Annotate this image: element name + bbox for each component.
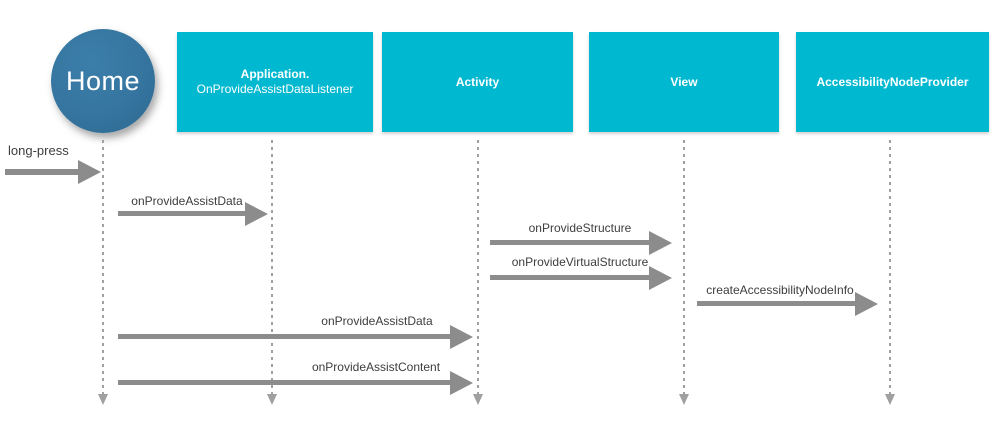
participant-box-view: View [589, 32, 779, 132]
participant-label-view: View [670, 74, 698, 89]
message-label-onprovideassistdata-application: onProvideAssistData [131, 194, 243, 208]
arrowhead-right-icon [649, 266, 672, 290]
participant-label-activity: Activity [455, 74, 500, 89]
message-label-onprovideassistcontent: onProvideAssistContent [311, 360, 441, 374]
lifeline-accessibilitynodeprovider-arrow-down-icon [885, 394, 895, 405]
message-label-onprovidestructure: onProvideStructure [528, 221, 632, 235]
participant-label-application: Application. [240, 67, 310, 81]
message-arrow-long-press [5, 169, 78, 175]
participant-box-accessibilitynodeprovider: AccessibilityNodeProvider [796, 32, 989, 132]
message-arrow-onprovidevirtualstructure [490, 275, 649, 280]
message-arrow-onprovideassistdata-activity [118, 334, 450, 339]
lifeline-home-arrow-down-icon [98, 394, 108, 405]
actor-home-label: Home [65, 65, 141, 96]
lifeline-view [683, 140, 685, 394]
participant-sublabel-application: OnProvideAssistDataListener [196, 82, 354, 96]
message-arrow-onprovideassistdata-application [118, 211, 245, 216]
lifeline-application [271, 140, 273, 394]
message-label-createaccessibilitynodeinfo: createAccessibilityNodeInfo [706, 283, 854, 297]
participant-box-activity: Activity [382, 32, 573, 132]
arrowhead-right-icon [78, 160, 101, 184]
arrowhead-right-icon [649, 231, 672, 255]
lifeline-accessibilitynodeprovider [889, 140, 891, 394]
arrowhead-right-icon [245, 202, 268, 226]
message-arrow-onprovidestructure [490, 240, 649, 245]
arrowhead-right-icon [450, 325, 473, 349]
message-arrow-createaccessibilitynodeinfo [697, 301, 855, 306]
arrowhead-right-icon [450, 371, 473, 395]
lifeline-application-arrow-down-icon [267, 394, 277, 405]
message-label-onprovidevirtualstructure: onProvideVirtualStructure [511, 255, 649, 269]
arrowhead-right-icon [855, 292, 878, 316]
participant-label-accessibilitynodeprovider: AccessibilityNodeProvider [816, 74, 969, 89]
lifeline-activity-arrow-down-icon [473, 394, 483, 405]
message-arrow-onprovideassistcontent [118, 380, 450, 385]
participant-box-application: Application. OnProvideAssistDataListener [177, 32, 373, 132]
lifeline-activity [477, 140, 479, 394]
lifeline-home [102, 140, 104, 394]
message-label-long-press: long-press [8, 143, 69, 158]
actor-home-circle: Home [51, 29, 155, 133]
message-label-onprovideassistdata-activity: onProvideAssistData [321, 314, 433, 328]
lifeline-view-arrow-down-icon [679, 394, 689, 405]
